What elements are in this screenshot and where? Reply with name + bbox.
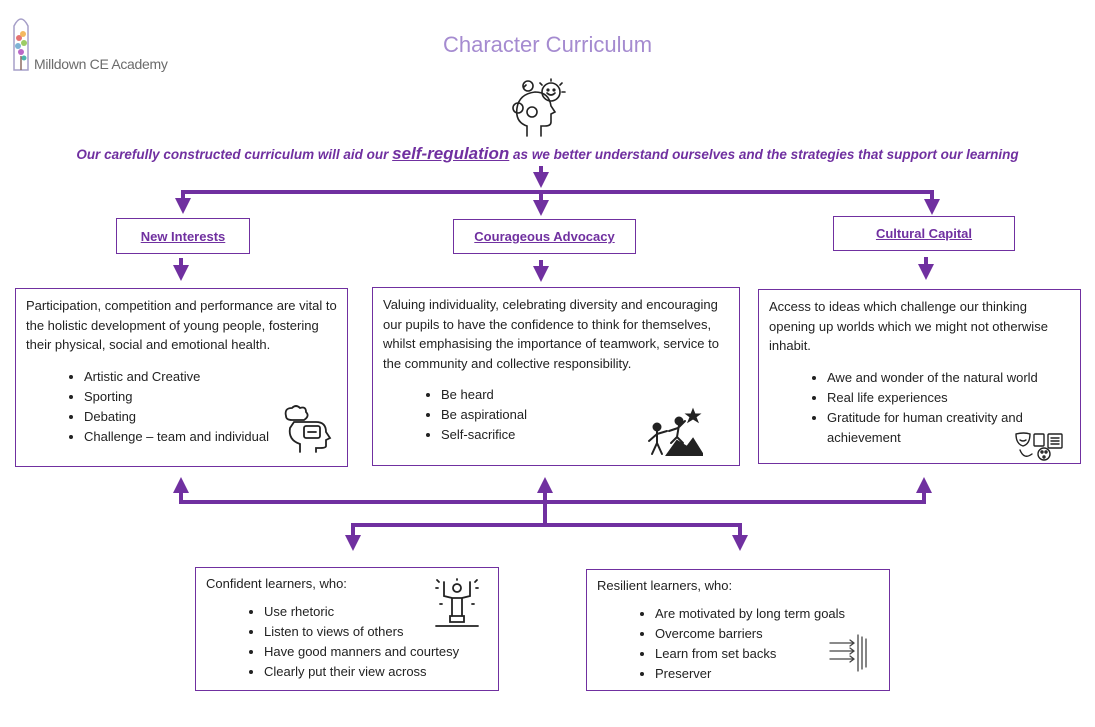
list-item: Are motivated by long term goals	[655, 604, 879, 624]
celebrating-person-icon	[435, 578, 479, 627]
head-puzzle-icon	[284, 405, 332, 453]
head-emotions-icon	[512, 78, 566, 137]
outcome-list: Are motivated by long term goals Overcom…	[597, 604, 879, 684]
outcome-list: Use rhetoric Listen to views of others H…	[206, 602, 488, 682]
pillar-description: Valuing individuality, celebrating diver…	[383, 297, 719, 371]
aim-text-before: Our carefully constructed curriculum wil…	[76, 147, 389, 162]
outcome-box-confident-learners: Confident learners, who: Use rhetoric Li…	[195, 567, 499, 691]
pillar-heading-courageous-advocacy: Courageous Advocacy	[453, 219, 636, 254]
pillar-box-courageous-advocacy: Valuing individuality, celebrating diver…	[372, 287, 740, 466]
list-item: Listen to views of others	[264, 622, 488, 642]
list-item: Sporting	[84, 387, 337, 407]
list-item: Preserver	[655, 664, 879, 684]
list-item: Real life experiences	[827, 388, 1070, 408]
arrows-barrier-icon	[829, 634, 867, 672]
pillar-list: Awe and wonder of the natural world Real…	[769, 368, 1070, 448]
list-item: Overcome barriers	[655, 624, 879, 644]
list-item: Be aspirational	[441, 405, 729, 425]
list-item: Learn from set backs	[655, 644, 879, 664]
outcome-box-resilient-learners: Resilient learners, who: Are motivated b…	[586, 569, 890, 691]
school-name: Milldown CE Academy	[34, 56, 168, 72]
pillar-heading-cultural-capital: Cultural Capital	[833, 216, 1015, 251]
pillar-description: Participation, competition and performan…	[26, 298, 337, 352]
school-logo	[13, 18, 29, 71]
pillar-list: Artistic and Creative Sporting Debating …	[26, 367, 337, 447]
list-item: Be heard	[441, 385, 729, 405]
pillar-list: Be heard Be aspirational Self-sacrifice	[383, 385, 729, 445]
pillar-box-cultural-capital: Access to ideas which challenge our thin…	[758, 289, 1081, 464]
aim-highlight: self-regulation	[392, 144, 510, 163]
arts-masks-icon	[1015, 432, 1063, 461]
curriculum-aim: Our carefully constructed curriculum wil…	[0, 144, 1095, 164]
list-item: Clearly put their view across	[264, 662, 488, 682]
list-item: Awe and wonder of the natural world	[827, 368, 1070, 388]
aim-text-after: as we better understand ourselves and th…	[513, 147, 1019, 162]
pillar-heading-new-interests: New Interests	[116, 218, 250, 254]
list-item: Have good manners and courtesy	[264, 642, 488, 662]
list-item: Debating	[84, 407, 337, 427]
outcome-heading: Resilient learners, who:	[597, 578, 733, 593]
page-title: Character Curriculum	[442, 32, 653, 57]
list-item: Challenge – team and individual	[84, 427, 337, 447]
list-item: Artistic and Creative	[84, 367, 337, 387]
list-item: Self-sacrifice	[441, 425, 729, 445]
pillar-description: Access to ideas which challenge our thin…	[769, 299, 1048, 353]
outcome-heading: Confident learners, who:	[206, 576, 347, 591]
list-item: Use rhetoric	[264, 602, 488, 622]
climbers-helping-icon	[648, 407, 703, 456]
list-item: Gratitude for human creativity and achie…	[827, 408, 1070, 448]
pillar-box-new-interests: Participation, competition and performan…	[15, 288, 348, 467]
